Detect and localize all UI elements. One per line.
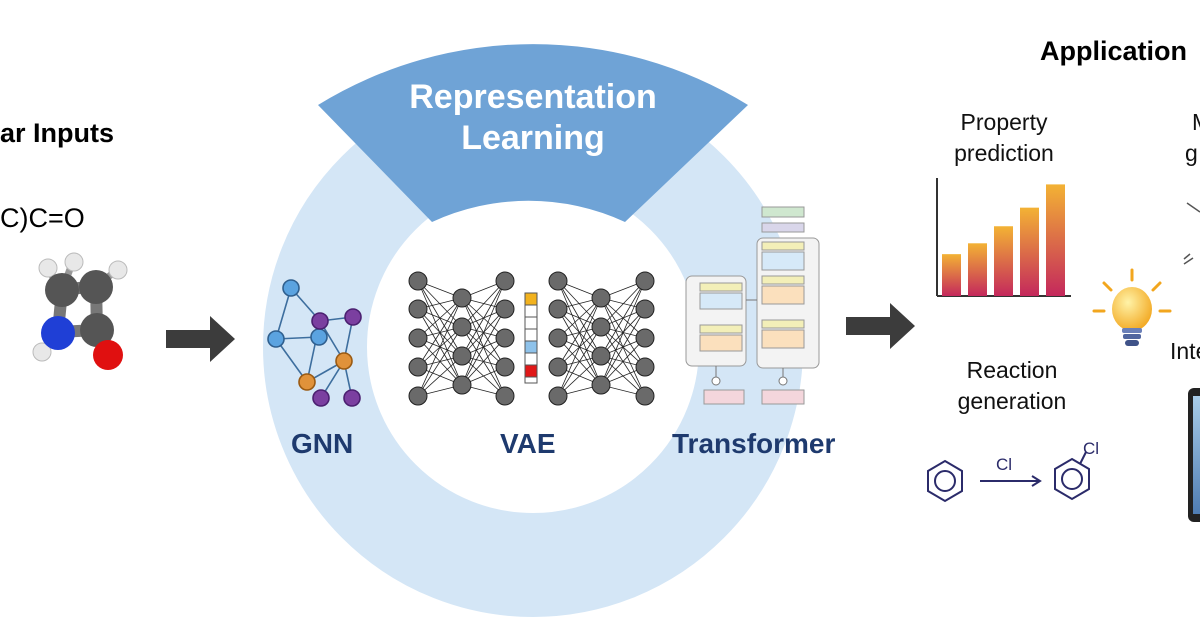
vae-network-icon: [408, 271, 655, 406]
vae-node: [548, 357, 568, 377]
property-chart-bars: [942, 184, 1065, 296]
arrow-inputs-to-model: [166, 316, 235, 362]
transformer-label: Transformer: [672, 428, 836, 459]
vae-node: [495, 357, 515, 377]
vae-node: [408, 328, 428, 348]
representation-title-line1: Representation: [409, 78, 657, 116]
product-substituent-label: Cl: [1083, 439, 1100, 458]
vae-node: [548, 386, 568, 406]
vae-node: [495, 271, 515, 291]
gnn-label: GNN: [291, 428, 354, 459]
vae-node: [635, 299, 655, 319]
vae-node: [495, 386, 515, 406]
property-prediction-line2: prediction: [954, 140, 1054, 166]
applications-header: Application: [1040, 36, 1187, 66]
representation-title-line2: Learning: [461, 119, 605, 157]
vae-node: [408, 386, 428, 406]
vae-node: [452, 346, 472, 366]
molecule-generation-line1: M: [1178, 107, 1200, 138]
interpretation-screen-icon: [1188, 388, 1200, 522]
vae-node: [635, 386, 655, 406]
arrow-model-to-applications: [846, 303, 915, 349]
molecule-3d-icon: [32, 252, 128, 370]
property-prediction-label: Property prediction: [934, 107, 1074, 169]
property-prediction-line1: Property: [960, 109, 1048, 135]
vae-node: [408, 299, 428, 319]
property-bar-1: [942, 254, 961, 296]
vae-node: [408, 271, 428, 291]
smiles-string: C)C=O: [0, 203, 85, 233]
vae-node: [635, 328, 655, 348]
property-bar-5: [1046, 184, 1065, 296]
vae-node: [408, 357, 428, 377]
vae-node: [495, 299, 515, 319]
vae-node: [591, 317, 611, 337]
vae-node: [591, 375, 611, 395]
reaction-generation-line1: Reaction: [966, 357, 1058, 383]
transformer-architecture-icon: [685, 206, 820, 405]
vae-node: [452, 288, 472, 308]
vae-node: [495, 328, 515, 348]
vae-node: [548, 271, 568, 291]
vae-node: [635, 357, 655, 377]
reaction-generation-label: Reaction generation: [942, 355, 1082, 417]
molecule-generation-line2: g: [1185, 140, 1198, 166]
reaction-generation-line2: generation: [957, 388, 1067, 414]
vae-node: [591, 288, 611, 308]
vae-label: VAE: [500, 428, 556, 459]
reagent-label: Cl: [996, 455, 1013, 474]
molecule-sketch-icon: [1183, 202, 1200, 265]
vae-node: [548, 328, 568, 348]
property-bar-4: [1020, 207, 1039, 296]
vae-node: [452, 317, 472, 337]
representation-title: Representation Learning: [378, 77, 688, 159]
vae-node: [591, 346, 611, 366]
representation-banner: [318, 44, 748, 222]
vae-node: [635, 271, 655, 291]
property-bar-2: [968, 243, 987, 296]
inputs-header: ar Inputs: [0, 118, 115, 148]
interpretability-label: Inte: [1170, 338, 1200, 364]
vae-latent-vector: [524, 292, 538, 384]
reaction-scheme: [927, 451, 1090, 503]
molecule-generation-label: M g: [1178, 107, 1200, 169]
property-bar-3: [994, 226, 1013, 296]
gnn-graph-icon: [267, 279, 362, 407]
vae-node: [452, 375, 472, 395]
lightbulb-icon: [1092, 268, 1172, 346]
vae-node: [548, 299, 568, 319]
